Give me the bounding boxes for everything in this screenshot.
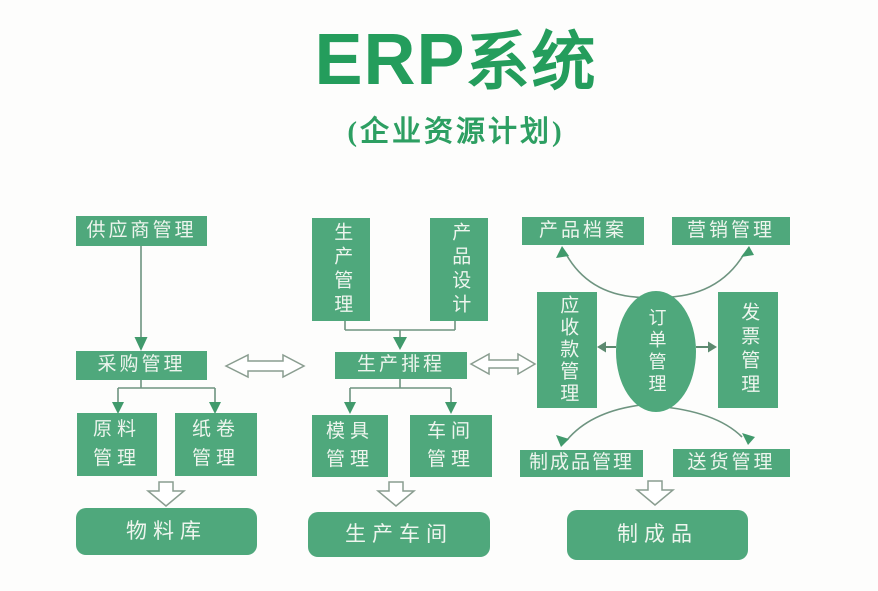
- arrowhead-paper-roll: [209, 402, 221, 414]
- arrowhead-supplier-to-purchase: [134, 337, 148, 351]
- node-workshop-management: 车间 管理: [410, 415, 492, 477]
- title-cn-text: 系统: [465, 27, 598, 98]
- connector-purchase-split: [117, 380, 216, 403]
- arrowhead-raw-material: [112, 402, 124, 414]
- title-erp-text: ERP: [314, 20, 466, 100]
- double-arrow-purchase-scheduling: [224, 353, 306, 379]
- node-raw-material-management: 原料 管理: [77, 413, 157, 476]
- arrowhead-receivables: [597, 341, 606, 353]
- block-arrow-to-finished-product: [634, 480, 676, 506]
- curve-order-to-product-archive: [565, 253, 659, 299]
- block-arrow-to-production-workshop: [375, 481, 417, 507]
- arrowhead-mold: [344, 402, 356, 414]
- node-production-management: 生产管理: [312, 218, 370, 321]
- arrowhead-marketing: [741, 246, 754, 257]
- double-arrow-scheduling-receivables: [469, 352, 537, 376]
- page-subtitle: (企业资源计划): [347, 116, 565, 148]
- node-mold-management: 模具 管理: [312, 415, 388, 477]
- page-title: ERP系统: [34, 24, 878, 96]
- node-delivery-management: 送货管理: [673, 449, 790, 477]
- page-header: ERP系统 (企业资源计划): [0, 24, 878, 150]
- node-marketing-management: 营销管理: [672, 217, 790, 245]
- node-finished-goods-management: 制成品管理: [520, 450, 643, 477]
- arrowhead-product-archive: [556, 246, 569, 258]
- node-invoice-management: 发票管理: [718, 292, 778, 408]
- connector-merge-to-scheduling: [344, 321, 456, 338]
- arrowhead-invoice: [708, 341, 717, 353]
- node-order-management: 订单管理: [616, 291, 696, 412]
- node-receivables-management: 应收款管理: [537, 292, 597, 408]
- node-finished-product: 制成品: [567, 510, 748, 560]
- node-production-scheduling: 生产排程: [335, 352, 467, 379]
- node-supplier-management: 供应商管理: [76, 216, 207, 246]
- arrowhead-workshop: [445, 402, 457, 414]
- node-product-archive: 产品档案: [522, 217, 644, 245]
- node-purchase-management: 采购管理: [76, 351, 207, 380]
- node-paper-roll-management: 纸卷 管理: [175, 413, 257, 476]
- node-material-store: 物料库: [76, 508, 257, 555]
- arrowhead-delivery: [742, 433, 755, 445]
- block-arrow-to-material-store: [145, 481, 187, 507]
- connector-scheduling-split: [349, 379, 452, 403]
- arrowhead-finished-mgmt: [556, 435, 569, 447]
- arrowhead-scheduling: [393, 337, 407, 350]
- curve-order-to-delivery: [654, 405, 743, 438]
- node-product-design: 产品设计: [430, 218, 488, 321]
- curve-order-to-finished-mgmt: [566, 403, 651, 441]
- node-production-workshop: 生产车间: [308, 512, 490, 557]
